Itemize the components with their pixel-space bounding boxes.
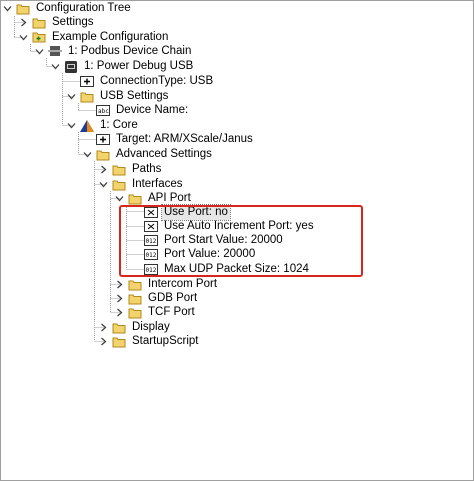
chevron-down-icon[interactable] bbox=[82, 147, 93, 162]
tree-node-startup-script[interactable]: StartupScript bbox=[98, 334, 200, 349]
tree-node-device-name[interactable]: abc Device Name: bbox=[93, 103, 190, 118]
checkbox-off-icon bbox=[143, 206, 159, 220]
tree-label: Example Configuration bbox=[52, 31, 169, 43]
folder-open-icon bbox=[111, 178, 127, 192]
chevron-right-icon[interactable] bbox=[114, 305, 125, 320]
tree-node-use-auto-increment-port[interactable]: Use Auto Increment Port: yes bbox=[141, 219, 316, 234]
chevron-right-icon[interactable] bbox=[98, 334, 109, 349]
tree-label: GDB Port bbox=[148, 292, 198, 304]
device-chain-icon bbox=[47, 45, 63, 59]
chevron-down-icon[interactable] bbox=[114, 191, 125, 206]
number-field-icon: 012 bbox=[143, 248, 159, 262]
folder-open-icon bbox=[127, 192, 143, 206]
tree-label: ConnectionType: USB bbox=[100, 75, 214, 87]
folder-icon bbox=[111, 335, 127, 349]
folder-open-icon bbox=[15, 2, 31, 16]
tree-label: API Port bbox=[148, 192, 191, 204]
tree-node-tcf-port[interactable]: TCF Port bbox=[114, 305, 197, 320]
chevron-right-icon[interactable] bbox=[114, 277, 125, 292]
tree-label: Use Auto Increment Port: yes bbox=[164, 220, 314, 232]
core-triangle-icon bbox=[79, 119, 95, 133]
tree-node-use-port[interactable]: Use Port: no bbox=[141, 204, 231, 221]
svg-text:abc: abc bbox=[98, 108, 109, 115]
tree-node-max-udp-packet-size[interactable]: 012 Max UDP Packet Size: 1024 bbox=[141, 262, 311, 277]
svg-text:012: 012 bbox=[146, 267, 157, 274]
chevron-down-icon[interactable] bbox=[66, 118, 77, 133]
tree-label: Port Value: 20000 bbox=[164, 248, 256, 260]
text-field-icon: abc bbox=[95, 104, 111, 118]
chevron-down-icon[interactable] bbox=[66, 89, 77, 104]
tree-node-usb-settings[interactable]: USB Settings bbox=[66, 89, 170, 104]
number-field-icon: 012 bbox=[143, 263, 159, 277]
tree-node-advanced-settings[interactable]: Advanced Settings bbox=[82, 147, 214, 162]
tree-label: Intercom Port bbox=[148, 278, 218, 290]
number-field-icon: 012 bbox=[143, 234, 159, 248]
tree-node-port-value[interactable]: 012 Port Value: 20000 bbox=[141, 247, 257, 262]
chevron-down-icon[interactable] bbox=[18, 30, 29, 45]
tree-label: Advanced Settings bbox=[116, 148, 212, 160]
folder-open-icon bbox=[95, 148, 111, 162]
tree-node-intercom-port[interactable]: Intercom Port bbox=[114, 277, 219, 292]
tree-node-port-start-value[interactable]: 012 Port Start Value: 20000 bbox=[141, 233, 285, 248]
chevron-down-icon[interactable] bbox=[98, 177, 109, 192]
tree-label: Port Start Value: 20000 bbox=[164, 234, 283, 246]
tree-node-power-debug-usb[interactable]: 1: Power Debug USB bbox=[50, 59, 195, 74]
chevron-right-icon[interactable] bbox=[98, 162, 109, 177]
folder-icon bbox=[31, 16, 47, 30]
folder-icon bbox=[127, 278, 143, 292]
tree-label: Target: ARM/XScale/Janus bbox=[116, 133, 253, 145]
tree-label: Max UDP Packet Size: 1024 bbox=[164, 263, 309, 275]
tree-node-device-chain[interactable]: 1: Podbus Device Chain bbox=[34, 44, 193, 59]
tree-label: Interfaces bbox=[132, 178, 183, 190]
tree-label: 1: Core bbox=[100, 119, 138, 131]
usb-device-icon bbox=[63, 60, 79, 74]
folder-icon bbox=[111, 321, 127, 335]
tree-label: Paths bbox=[132, 163, 162, 175]
folder-icon bbox=[127, 292, 143, 306]
chevron-down-icon[interactable] bbox=[2, 1, 13, 16]
chevron-right-icon[interactable] bbox=[18, 15, 29, 30]
checkbox-off-icon bbox=[143, 220, 159, 234]
folder-icon bbox=[111, 163, 127, 177]
tree-label: Display bbox=[132, 321, 170, 333]
svg-text:012: 012 bbox=[146, 252, 157, 259]
tree-node-gdb-port[interactable]: GDB Port bbox=[114, 291, 199, 306]
svg-text:012: 012 bbox=[146, 238, 157, 245]
choice-icon bbox=[95, 133, 111, 147]
tree-label: 1: Podbus Device Chain bbox=[68, 45, 192, 57]
tree-node-example-configuration[interactable]: Example Configuration bbox=[18, 30, 170, 45]
tree-node-core[interactable]: 1: Core bbox=[66, 118, 140, 133]
tree-label: Settings bbox=[52, 16, 94, 28]
tree-label: TCF Port bbox=[148, 306, 195, 318]
tree-label: USB Settings bbox=[100, 90, 169, 102]
tree-node-interfaces[interactable]: Interfaces bbox=[98, 177, 185, 192]
chevron-down-icon[interactable] bbox=[50, 59, 61, 74]
tree-node-paths[interactable]: Paths bbox=[98, 162, 163, 177]
tree-node-api-port[interactable]: API Port bbox=[114, 191, 193, 206]
tree-node-configuration-tree[interactable]: Configuration Tree bbox=[2, 1, 133, 16]
folder-open-icon bbox=[79, 90, 95, 104]
tree-label: Configuration Tree bbox=[36, 2, 131, 14]
chevron-right-icon[interactable] bbox=[114, 291, 125, 306]
tree-label: 1: Power Debug USB bbox=[84, 60, 194, 72]
highlight-annotation-box bbox=[119, 205, 363, 277]
chevron-right-icon[interactable] bbox=[98, 320, 109, 335]
tree-node-settings[interactable]: Settings bbox=[18, 15, 96, 30]
tree-label: Use Port: no bbox=[161, 204, 231, 221]
tree-label: StartupScript bbox=[132, 335, 199, 347]
tree-node-connection-type[interactable]: ConnectionType: USB bbox=[77, 74, 215, 89]
folder-icon bbox=[127, 306, 143, 320]
config-folder-icon bbox=[31, 31, 47, 45]
choice-icon bbox=[79, 75, 95, 89]
chevron-down-icon[interactable] bbox=[34, 44, 45, 59]
tree-node-display[interactable]: Display bbox=[98, 320, 172, 335]
tree-label: Device Name: bbox=[116, 104, 189, 116]
tree-node-target[interactable]: Target: ARM/XScale/Janus bbox=[93, 132, 255, 147]
